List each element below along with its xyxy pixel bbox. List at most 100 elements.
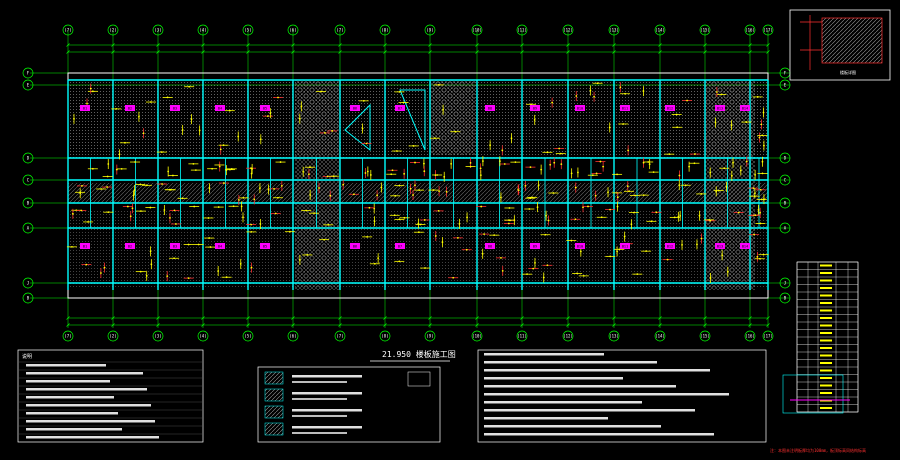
dimension-tick: [291, 43, 295, 47]
rebar-dot: [454, 130, 457, 133]
rebar-dot: [627, 149, 630, 152]
rebar-dot: [390, 173, 393, 176]
dimension-tick: [566, 43, 570, 47]
grid-bubble-side-label: E: [27, 83, 30, 88]
rebar-dot: [259, 138, 262, 141]
rebar-dot: [528, 208, 531, 210]
grid-bubble-label: (4): [199, 28, 206, 33]
grid-bubble-label: (13): [609, 28, 619, 33]
rebar-dot: [532, 267, 535, 270]
slab-tag-label: B11: [622, 107, 628, 111]
note-line: [26, 404, 151, 407]
dimension-tick: [338, 43, 342, 47]
slab-tag-label: B4: [218, 245, 222, 249]
slab-tag-box: [715, 243, 725, 249]
grid-bubble-side: [22, 292, 34, 304]
grid-bubble: [424, 330, 436, 342]
grid-bubble: [287, 24, 299, 36]
rebar-dot: [762, 111, 765, 114]
inset-detail: 楼板详图: [789, 9, 891, 81]
rebar-dot: [414, 161, 416, 164]
grid-bubble-side: [779, 277, 791, 289]
rebar-dot: [503, 163, 506, 165]
rebar-dot: [546, 264, 549, 267]
dimension-tick: [748, 50, 752, 54]
grid-bubble: [379, 330, 391, 342]
rebar-dot: [373, 220, 376, 223]
rebar-dot: [648, 163, 651, 166]
slab-tag-box: [80, 105, 90, 111]
rebar-dot: [352, 193, 355, 196]
dimension-tick: [766, 323, 770, 327]
corridor-zone: [68, 183, 768, 203]
grid-bubble-label: (8): [381, 28, 388, 33]
dimension-tick: [428, 323, 432, 327]
schedule-cell-value: [820, 324, 832, 327]
rebar-dot: [534, 261, 536, 264]
rebar-dot: [479, 174, 482, 177]
grid-bubble: [334, 24, 346, 36]
grid-bubble: [699, 330, 711, 342]
rebar-dot: [759, 188, 762, 191]
rebar-dot: [756, 96, 759, 98]
rebar-dot: [81, 184, 83, 187]
grid-bubble-label: (15): [700, 28, 710, 33]
slab-tag-label: B2: [128, 107, 132, 111]
rebar-dot: [493, 234, 496, 237]
rebar-dot: [365, 142, 368, 145]
rebar-dot: [106, 186, 109, 188]
grid-bubble-label: (3): [154, 28, 161, 33]
rebar-dot: [423, 170, 426, 173]
note-line: [484, 385, 676, 388]
dimension-tick: [612, 323, 616, 327]
dimension-tick: [338, 316, 342, 320]
grid-bubble-side: [22, 174, 34, 186]
rebar-dot: [709, 171, 712, 174]
rebar-dot: [730, 124, 733, 127]
dimension-tick: [766, 316, 770, 320]
rebar-dot: [647, 161, 650, 163]
slab-tag-label: B3: [173, 245, 177, 249]
grid-bubble: [654, 24, 666, 36]
rebar-dot: [686, 99, 688, 102]
rebar-dot: [480, 205, 483, 208]
dimension-chains: [66, 43, 770, 327]
rebar-dot: [173, 257, 175, 260]
rebar-dot: [329, 194, 332, 197]
rebar-dot: [517, 189, 520, 192]
rebar-dot: [230, 167, 233, 170]
rebar-dot: [402, 101, 405, 104]
grid-bubble-side-label: B: [784, 201, 787, 206]
rebar-dot: [364, 172, 367, 174]
rebar-dot: [628, 190, 630, 193]
rebar-dot: [331, 130, 334, 132]
rebar-dot: [508, 207, 511, 209]
note-line: [484, 417, 608, 420]
rebar-dot: [720, 93, 723, 96]
grid-bubble: [197, 24, 209, 36]
rebar-dot: [140, 210, 142, 212]
rebar-dot: [507, 222, 510, 225]
rebar-dot: [602, 165, 605, 168]
rebar-dot: [163, 209, 166, 211]
upper-hatch-zone: [68, 80, 768, 160]
grid-bubble-label: (16): [745, 28, 755, 33]
rebar-dot: [469, 161, 472, 164]
grid-bubble-side-label: B: [27, 201, 30, 206]
rebar-dot: [437, 84, 440, 86]
slab-tag-label: B7: [398, 245, 402, 249]
slab-tag-box: [575, 243, 585, 249]
rebar-dot: [626, 185, 629, 188]
rebar-dot: [558, 147, 561, 150]
rebar-dot: [192, 162, 195, 165]
rebar-dot: [489, 144, 492, 147]
slab-tag-label: B3: [173, 107, 177, 111]
slab-tag-box: [125, 105, 135, 111]
rebar-dot: [412, 194, 414, 196]
slab-tag-label: B8: [488, 107, 492, 111]
grid-bubble-label: (7): [336, 28, 343, 33]
slab-tag-label: B9: [533, 107, 537, 111]
rebar-dot: [126, 205, 129, 208]
rebar-dot: [377, 257, 380, 260]
